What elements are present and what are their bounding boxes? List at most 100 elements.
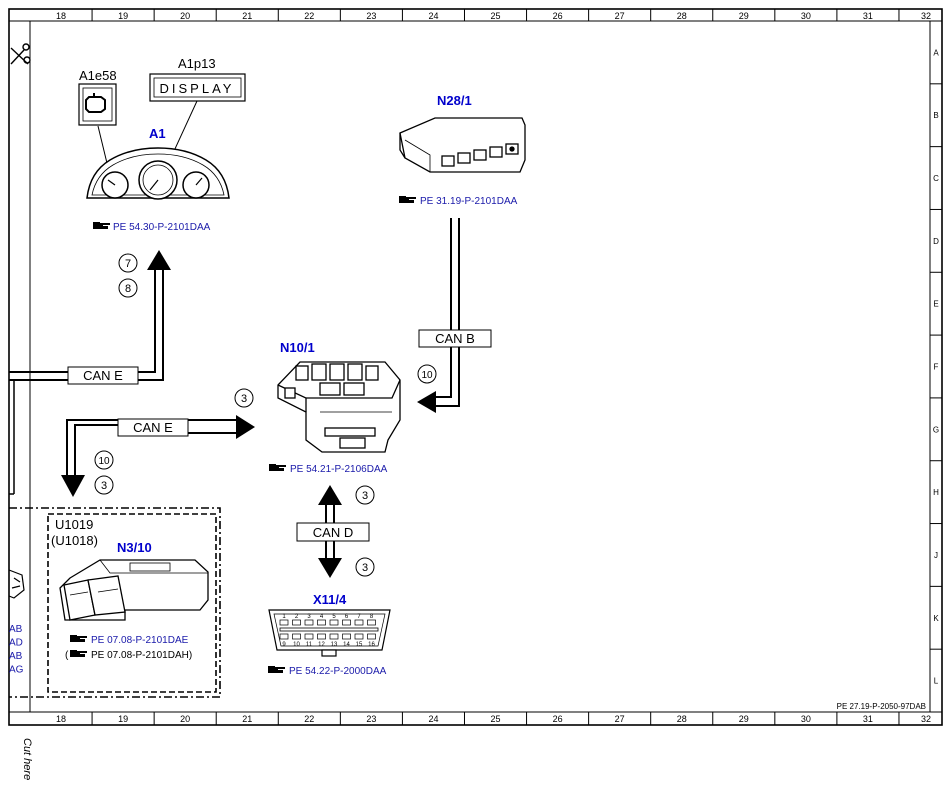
column-label-bottom: 26 <box>553 714 563 724</box>
n28-1-ref-text[interactable]: PE 31.19-P-2101DAA <box>420 196 518 207</box>
connector-pin <box>292 619 301 626</box>
n10-1-module-icon <box>277 361 401 453</box>
x11-4-ref[interactable]: PE 54.22-P-2000DAA <box>268 666 387 677</box>
row-label: J <box>934 551 938 560</box>
connector-pin-number: 11 <box>306 642 313 648</box>
column-label-top: 29 <box>739 11 749 21</box>
column-label-top: 31 <box>863 11 873 21</box>
circle-3-d-up: 3 <box>362 490 368 502</box>
column-label-bottom: 21 <box>242 714 252 724</box>
circle-3-left: 3 <box>241 393 247 405</box>
row-label: B <box>933 111 938 120</box>
scissors-icon <box>10 43 31 65</box>
n3-10-ecu-icon <box>59 559 209 621</box>
circle-3-under: 3 <box>101 480 107 492</box>
connector-pin-number: 15 <box>356 642 363 648</box>
connector-pin-number: 12 <box>318 642 325 648</box>
column-label-bottom: 18 <box>56 714 66 724</box>
bus-can-e-top-label: CAN E <box>83 368 123 383</box>
circle-10-right: 10 <box>421 370 433 381</box>
connector-pin-number: 10 <box>293 642 300 648</box>
column-label-bottom: 32 <box>921 714 931 724</box>
connector-pin <box>304 619 314 626</box>
bus-can-d: CAN D <box>296 522 370 542</box>
n10-1-ref-text[interactable]: PE 54.21-P-2106DAA <box>290 464 388 475</box>
bus-can-b-label: CAN B <box>435 331 475 346</box>
circle-10-left: 10 <box>98 456 110 467</box>
row-label: H <box>933 488 939 497</box>
connector-pin <box>279 633 289 640</box>
column-label-bottom: 31 <box>863 714 873 724</box>
x11-4-ref-text[interactable]: PE 54.22-P-2000DAA <box>289 666 387 677</box>
row-ticks <box>930 83 942 650</box>
a1e58-label: A1e58 <box>79 68 117 83</box>
column-label-top: 20 <box>180 11 190 21</box>
row-label: G <box>933 425 939 434</box>
clipped-ref-text: AD <box>9 638 23 649</box>
bus-can-e-mid-label: CAN E <box>133 420 173 435</box>
connector-pin <box>292 633 301 640</box>
a1-ref-text[interactable]: PE 54.30-P-2101DAA <box>113 222 211 233</box>
n28-1-module-icon <box>399 117 526 173</box>
display-panel: DISPLAY <box>149 73 246 102</box>
row-label: A <box>933 48 939 57</box>
wires <box>9 100 460 558</box>
row-label: F <box>934 363 939 372</box>
n10-1-ref[interactable]: PE 54.21-P-2106DAA <box>269 464 388 475</box>
connector-pin <box>354 619 364 626</box>
column-label-bottom: 27 <box>615 714 625 724</box>
bus-can-d-label: CAN D <box>313 525 353 540</box>
circled-numbers <box>94 253 437 577</box>
column-label-top: 19 <box>118 11 128 21</box>
connector-pin <box>342 619 351 626</box>
column-label-bottom: 22 <box>304 714 314 724</box>
row-label: K <box>933 614 939 623</box>
a1p13-label: A1p13 <box>178 56 216 71</box>
column-label-top: 22 <box>304 11 314 21</box>
engine-warning-icon <box>78 83 117 126</box>
circle-7: 7 <box>125 258 131 270</box>
connector-pin <box>329 619 339 626</box>
column-label-top: 26 <box>553 11 563 21</box>
column-label-bottom: 19 <box>118 714 128 724</box>
connector-pin-number: 8 <box>370 614 374 620</box>
frame <box>8 8 943 726</box>
n3-10-ref[interactable]: PE 07.08-P-2101DAE <box>70 635 189 646</box>
connector-pin-number: 7 <box>357 614 361 620</box>
n3-10-ref2-text[interactable]: PE 07.08-P-2101DAH) <box>91 650 192 661</box>
connector-pin <box>279 619 289 626</box>
manual-ref-icon <box>70 650 87 657</box>
manual-ref-icon <box>399 196 416 203</box>
connector-pin <box>329 633 339 640</box>
connector-pin-number: 14 <box>343 642 350 648</box>
connector-pin <box>367 633 376 640</box>
x11-4-label: X11/4 <box>313 592 347 607</box>
column-label-top: 25 <box>491 11 501 21</box>
connector-pin-number: 2 <box>295 614 299 620</box>
circle-8: 8 <box>125 283 131 295</box>
variant-boxes <box>9 507 221 698</box>
display-text: DISPLAY <box>160 81 235 96</box>
column-label-bottom: 29 <box>739 714 749 724</box>
connector-pin-number: 1 <box>282 614 286 620</box>
row-label: D <box>933 237 939 246</box>
n3-10-ref-text[interactable]: PE 07.08-P-2101DAE <box>91 635 189 646</box>
column-label-bottom: 30 <box>801 714 811 724</box>
instrument-cluster-icon <box>86 147 230 200</box>
n3-10-ref2[interactable]: ( PE 07.08-P-2101DAH) <box>65 650 192 661</box>
n28-1-ref[interactable]: PE 31.19-P-2101DAA <box>399 196 518 207</box>
row-label: C <box>933 174 939 183</box>
connector-pin-number: 6 <box>345 614 349 620</box>
column-label-top: 32 <box>921 11 931 21</box>
manual-ref-icon <box>93 222 110 229</box>
connector-pin-number: 9 <box>282 642 286 648</box>
bus-can-b: CAN B <box>418 329 492 348</box>
n3-10-ref2-prefix: ( <box>65 650 69 661</box>
column-label-bottom: 24 <box>428 714 438 724</box>
a1-ref[interactable]: PE 54.30-P-2101DAA <box>93 222 211 233</box>
